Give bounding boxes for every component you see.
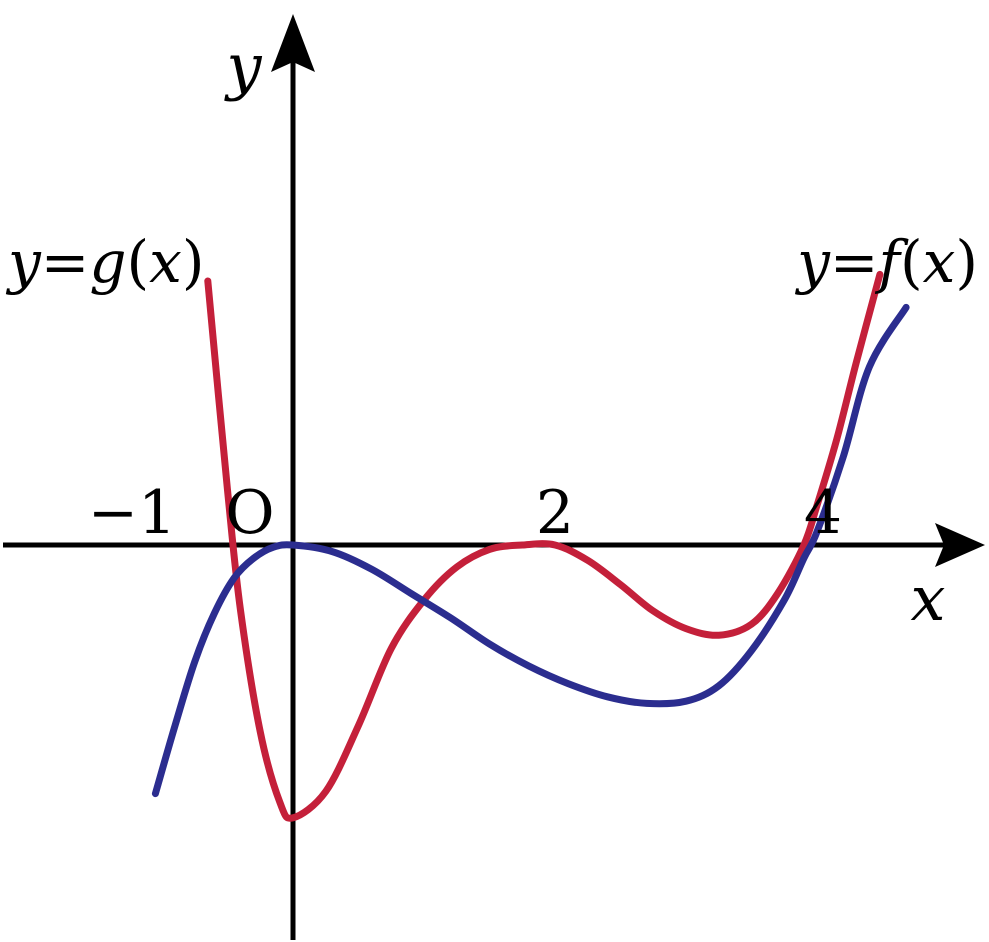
g-curve	[204, 270, 884, 822]
series-label-g-y: y	[5, 228, 42, 296]
series-label-f-y: y	[794, 228, 831, 296]
x-tick-label-2: 2	[536, 478, 574, 548]
x-axis-label: x	[911, 562, 946, 635]
curves-group	[151, 270, 910, 822]
f-curve	[151, 303, 910, 798]
series-label-g-func: g	[89, 228, 126, 296]
x-tick-labels: −1 2 4	[88, 478, 842, 548]
series-label-f-open: (	[900, 228, 923, 296]
series-label-f-eq: =	[830, 228, 879, 296]
x-tick-label-minus-1: −1	[88, 478, 176, 548]
series-label-g-var: x	[149, 228, 182, 296]
series-label-g-eq: =	[41, 228, 90, 296]
origin-label: O	[225, 478, 274, 548]
series-label-g-open: (	[127, 228, 150, 296]
series-label-g-close: )	[182, 228, 205, 296]
y-axis-arrow	[271, 14, 315, 72]
series-label-f: y=f(x)	[794, 228, 978, 296]
x-axis-arrow	[935, 523, 985, 567]
y-axis-label: y	[223, 30, 262, 103]
series-label-f-close: )	[955, 228, 978, 296]
x-tick-label-4: 4	[804, 478, 842, 548]
series-label-f-var: x	[923, 228, 956, 296]
series-label-g: y=g(x)	[5, 228, 205, 296]
